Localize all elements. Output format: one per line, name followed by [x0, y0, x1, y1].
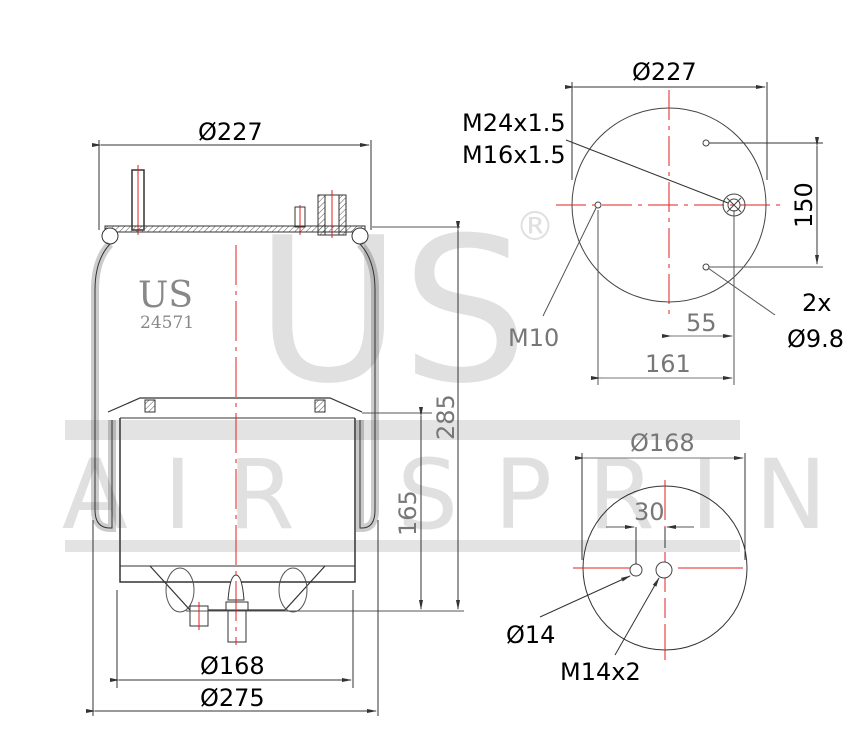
side-height-total: 285	[432, 394, 460, 440]
top-thread-2: M16x1.5	[462, 141, 566, 169]
watermark: US ® AIR SPRING	[62, 195, 850, 552]
bottom-view: Ø168 30 Ø14 M14x2	[506, 429, 753, 686]
top-view: Ø227 M24x1.5 M16x1.5 M10 150 2x Ø9.8 55 …	[462, 58, 844, 385]
bottom-hole-diameter: Ø14	[506, 621, 555, 649]
bottom-thread: M14x2	[560, 658, 641, 686]
watermark-bar-bottom	[65, 540, 740, 552]
side-brand-label: US	[138, 275, 193, 316]
top-offset-55: 55	[686, 309, 717, 337]
side-view: Ø227	[86, 118, 464, 716]
bottom-offset: 30	[634, 498, 665, 526]
side-top-diameter: Ø227	[198, 118, 263, 146]
side-part-number: 24571	[140, 313, 194, 333]
watermark-registered: ®	[515, 204, 555, 250]
top-hole-spacing: 150	[790, 182, 818, 228]
top-offset-161: 161	[645, 350, 691, 378]
top-stud-label: M10	[508, 324, 559, 352]
side-piston-height: 165	[394, 490, 422, 536]
bottom-diameter: Ø168	[630, 429, 695, 457]
side-max-diameter: Ø275	[200, 684, 265, 712]
top-diameter: Ø227	[632, 58, 697, 86]
side-piston-diameter: Ø168	[200, 652, 265, 680]
watermark-tagline: AIR SPRING	[62, 439, 850, 551]
top-hole-count: 2x	[802, 289, 831, 317]
watermark-brand: US	[255, 195, 528, 428]
top-thread-1: M24x1.5	[462, 109, 566, 137]
top-hole-diameter: Ø9.8	[787, 325, 844, 353]
watermark-bar-top	[65, 420, 740, 440]
